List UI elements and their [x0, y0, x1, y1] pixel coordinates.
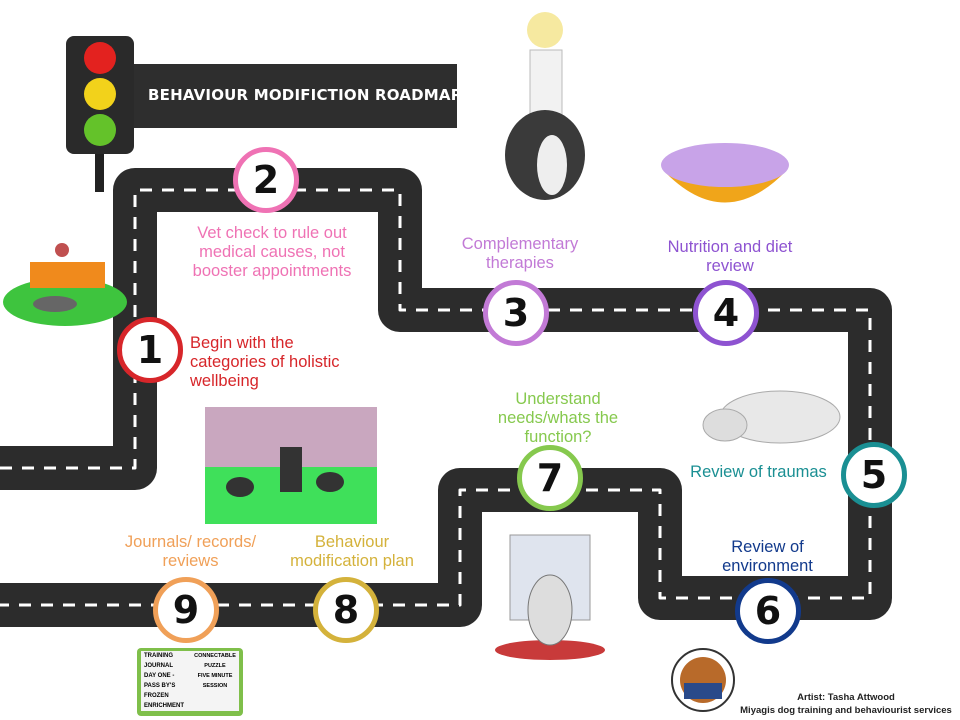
step-4-label: Nutrition and diet review — [667, 238, 793, 275]
step-8-label: Behaviour modification plan — [290, 533, 414, 570]
step-2-marker: 2 — [233, 147, 299, 213]
journal-text: DAY ONE - — [144, 673, 175, 679]
journal-text: FROZEN — [144, 693, 169, 699]
title-banner — [120, 64, 457, 128]
journal-text: SESSION — [202, 683, 228, 689]
journal-text: FIVE MINUTE — [197, 673, 233, 679]
dog-on-rug-illustration — [3, 243, 127, 326]
step-6-label: Review of environment — [722, 538, 813, 575]
step-5-label: Review of traumas — [690, 463, 827, 481]
step-7-label: Understand needs/whats the function? — [497, 390, 619, 446]
journal-text: JOURNAL — [144, 663, 174, 669]
dog-at-window-illustration — [495, 534, 605, 660]
step-7-marker: 7 — [517, 445, 583, 511]
step-3-label: Complementary therapies — [461, 235, 579, 272]
step-9-label: Journals/ records/ reviews — [124, 533, 257, 570]
company-credit: Miyagis dog training and behaviourist se… — [740, 705, 952, 716]
dogs-in-field-illustration — [205, 407, 377, 524]
step-8-marker: 8 — [313, 577, 379, 643]
artist-credit: Artist: Tasha Attwood — [797, 692, 895, 703]
step-1-marker: 1 — [117, 317, 183, 383]
journal-text: CONNECTABLE — [194, 653, 236, 659]
vet-with-dog-illustration — [505, 12, 585, 200]
journal-text: PASS BY'S — [144, 683, 176, 689]
step-3-marker: 3 — [483, 280, 549, 346]
step-9-marker: 9 — [153, 577, 219, 643]
step-6-marker: 6 — [735, 578, 801, 644]
journal-text: ENRICHMENT — [144, 703, 184, 709]
food-bowl-illustration — [661, 143, 789, 203]
step-2-label: Vet check to rule out medical causes, no… — [192, 224, 352, 280]
step-4-marker: 4 — [693, 280, 759, 346]
step-5-marker: 5 — [841, 442, 907, 508]
step-1-label: Begin with the categories of holistic we… — [190, 334, 340, 390]
journal-text: TRAINING — [144, 653, 173, 659]
page-title: BEHAVIOUR MODIFICTION ROADMAP — [148, 86, 462, 104]
resting-dog-illustration — [702, 390, 841, 444]
training-journal-illustration: TRAINING JOURNAL DAY ONE - PASS BY'S FRO… — [137, 648, 243, 716]
traffic-light-icon — [66, 36, 134, 192]
journal-text: PUZZLE — [204, 663, 226, 669]
company-logo — [671, 648, 735, 712]
